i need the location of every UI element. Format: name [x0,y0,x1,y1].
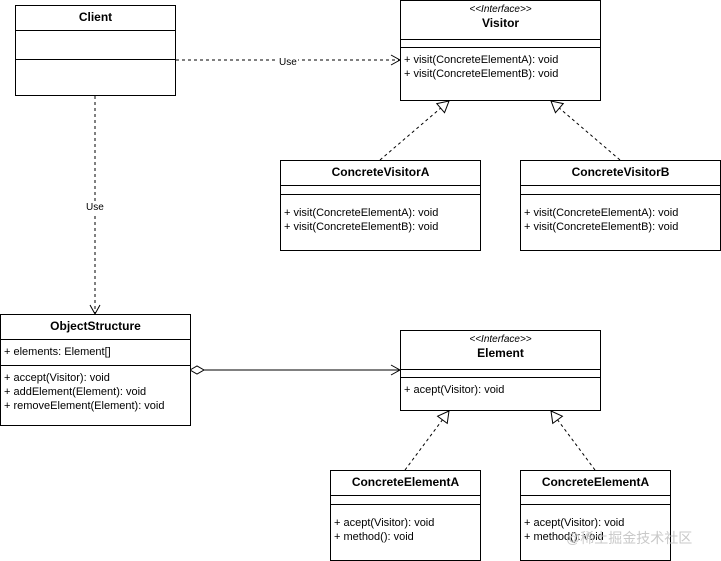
method-item: + method(): void [524,531,604,543]
method-item: + acept(Visitor): void [524,517,625,529]
method-item: + visit(ConcreteElementB): void [524,221,679,233]
stereotype-label: <<Interface>> [469,334,532,345]
edge-visitorb-visitor [550,100,621,161]
class-name: ConcreteVisitorA [331,165,430,179]
stereotype-label: <<Interface>> [469,4,532,15]
edge-elementb-element [550,410,596,471]
method-item: + acept(Visitor): void [334,517,435,529]
interface-visitor: <<Interface>> Visitor + visit(ConcreteEl… [400,0,601,101]
watermark: @稀土掘金技术社区 [566,530,693,546]
class-name: Element [477,346,524,360]
edge-visitora-visitor [379,100,450,161]
class-concrete-visitor-b: ConcreteVisitorB + visit(ConcreteElement… [520,160,721,251]
class-name: Client [78,10,113,24]
method-item: + addElement(Element): void [4,386,147,398]
edge-label-client-objectstructure: Use [85,202,105,214]
class-object-structure: ObjectStructure + elements: Element[] + … [0,314,191,426]
attribute-item: + elements: Element[] [4,346,111,358]
method-item: + visit(ConcreteElementA): void [404,54,559,66]
class-name: ConcreteElementA [351,475,460,489]
method-item: + removeElement(Element): void [4,400,165,412]
method-item: + visit(ConcreteElementA): void [284,207,439,219]
class-name: ConcreteElementA [541,475,650,489]
edge-label-client-visitor: Use [278,57,298,69]
class-concrete-visitor-a: ConcreteVisitorA + visit(ConcreteElement… [280,160,481,251]
class-name: ConcreteVisitorB [571,165,670,179]
method-item: + visit(ConcreteElementB): void [404,68,559,80]
method-item: + visit(ConcreteElementA): void [524,207,679,219]
class-client: Client [15,5,176,96]
edge-elementa-element [404,410,450,471]
method-item: + visit(ConcreteElementB): void [284,221,439,233]
class-name: Visitor [481,16,520,30]
method-item: + acept(Visitor): void [404,384,505,396]
method-item: + method(): void [334,531,414,543]
class-concrete-element-b: ConcreteElementA + acept(Visitor): void … [520,470,671,561]
method-item: + accept(Visitor): void [4,372,110,384]
interface-element: <<Interface>> Element + acept(Visitor): … [400,330,601,411]
class-concrete-element-a: ConcreteElementA + acept(Visitor): void … [330,470,481,561]
class-name: ObjectStructure [50,319,141,333]
